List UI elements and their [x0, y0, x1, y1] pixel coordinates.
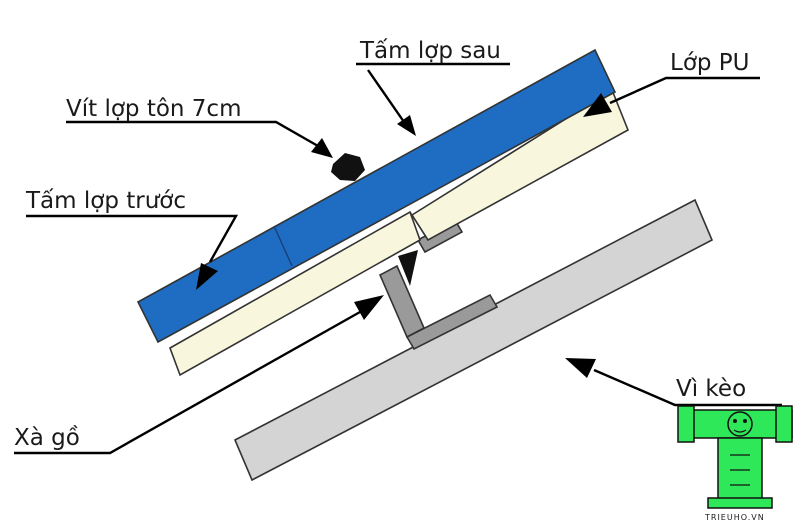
tiger-totem-logo-icon: [677, 405, 793, 509]
pu-layer-front: [169, 210, 421, 377]
label-vi-keo: Vì kèo: [676, 376, 746, 402]
watermark-text: TRIEUHO.VN: [704, 513, 765, 522]
leader-xa-go: [14, 295, 384, 455]
label-xa-go: Xà gồ: [14, 425, 80, 451]
label-vit-lop-ton: Vít lợp tôn 7cm: [66, 96, 242, 122]
rafter-beam: [233, 198, 714, 482]
label-lop-pu: Lớp PU: [670, 50, 750, 76]
roofing-screw-icon: [331, 153, 365, 181]
leader-lop-pu: [583, 76, 760, 117]
label-tam-lop-sau: Tấm lợp sau: [359, 38, 501, 64]
leader-vit-lop-ton: [66, 120, 333, 158]
screw-tip-icon: [398, 250, 418, 286]
label-tam-lop-truoc: Tấm lợp trước: [25, 188, 186, 214]
leader-tam-lop-sau: [356, 62, 510, 136]
leader-tam-lop-truoc: [26, 214, 239, 290]
sheet-overlap-seam: [273, 225, 293, 267]
leader-vi-keo: [565, 358, 782, 407]
steel-sheet: [136, 48, 617, 344]
sheet-joint-line: [409, 211, 429, 241]
